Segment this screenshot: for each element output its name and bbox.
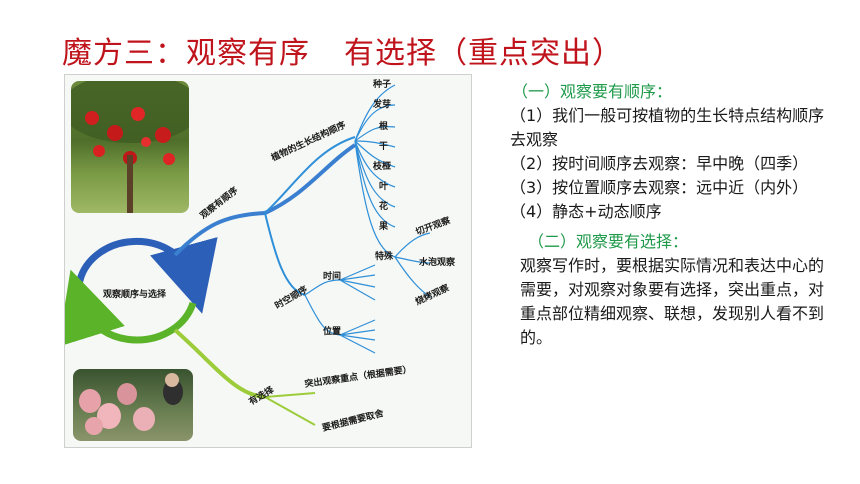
page-title: 魔方三：观察有序有选择（重点突出） (62, 28, 623, 72)
select-item-1: 要根据需要取舍 (321, 407, 386, 434)
title-part1: 魔方三：观察有序 (62, 36, 310, 71)
branch-select-line (173, 328, 266, 399)
cycle-arc-green (65, 269, 197, 347)
order-item-1: （1）我们一般可按植物的生长特点结构顺序去观察 (510, 106, 825, 149)
title-part2: 有选择（重点突出） (344, 36, 623, 71)
plant-item-3: 干 (379, 141, 388, 152)
plant-item-0: 种子 (372, 78, 391, 90)
plant-item-7: 果 (378, 221, 389, 232)
plant-item-6: 花 (379, 200, 388, 212)
heading-order: （一）观察要有顺序： (512, 82, 673, 101)
mind-map-diagram: 观察顺序与选择 观察有顺序 植物的生长结构顺序 时空顺序 时间 位置 种子 发芽… (65, 78, 456, 434)
order-item-3: （3）按位置顺序去观察：远中近（内外） (510, 178, 809, 197)
special-item-1: 水泡观察 (419, 256, 456, 268)
order-item-4: （4）静态+动态顺序 (510, 202, 662, 221)
position-label: 位置 (323, 325, 341, 337)
side-notes: （一）观察要有顺序： （1）我们一般可按植物的生长特点结构顺序去观察 （2）按时… (510, 80, 830, 350)
mind-map: 观察顺序与选择 观察有顺序 植物的生长结构顺序 时空顺序 时间 位置 种子 发芽… (64, 74, 472, 448)
time-label: 时间 (323, 270, 341, 282)
tree-photo (71, 81, 189, 213)
sub1-label: 植物的生长结构顺序 (268, 119, 347, 165)
plant-item-1: 发芽 (372, 98, 391, 110)
order-item-2: （2）按时间顺序去观察：早中晚（四季） (510, 154, 809, 173)
fruit-photo (73, 369, 193, 441)
plant-item-2: 根 (379, 120, 389, 132)
select-paragraph: 观察写作时，要根据实际情况和表达中心的需要，对观察对象要有选择，突出重点，对重点… (520, 256, 825, 347)
plant-item-8: 特殊 (375, 250, 394, 262)
heading-select: （二）观察要有选择： (528, 232, 689, 251)
center-label: 观察顺序与选择 (103, 288, 167, 300)
plant-item-4: 枝桠 (372, 160, 391, 172)
plant-item-5: 叶 (379, 180, 388, 192)
select-item-0: 突出观察重点（根据需要） (304, 363, 413, 390)
special-item-2: 烧烤观察 (413, 281, 452, 308)
branch-order-line (173, 143, 357, 257)
sub2-label: 时空顺序 (273, 283, 310, 311)
cycle-arc-blue (75, 237, 218, 314)
special-item-0: 切开观察 (414, 214, 453, 238)
